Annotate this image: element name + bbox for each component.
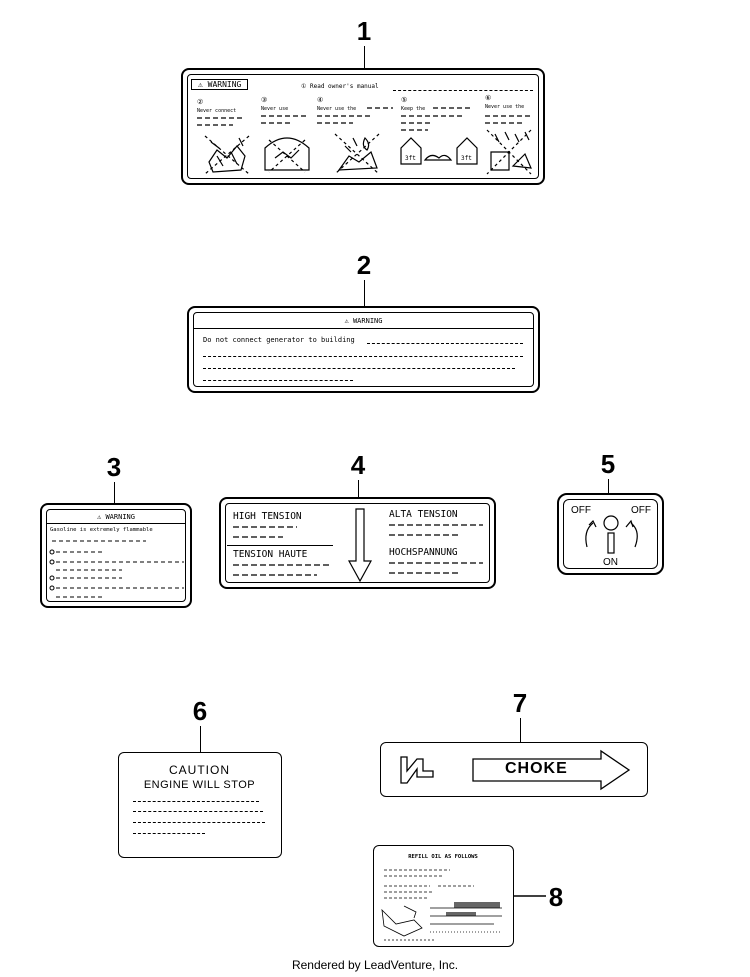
decal-1-item-5-text: Keep the: [401, 106, 426, 112]
decal-1-item-5-num: ⑤: [401, 96, 408, 104]
decal-1-item-4-text: Never use the: [317, 106, 357, 112]
decal-1-text-dashes: [197, 107, 533, 131]
decal-8-title: REFILL OIL AS FOLLOWS: [408, 854, 478, 860]
leader-line-5: [608, 479, 609, 493]
decal-1-item-2-num: ②: [197, 98, 204, 106]
leader-line-4: [358, 480, 359, 498]
callout-3: 3: [106, 452, 122, 482]
credit-line: Rendered by LeadVenture, Inc.: [291, 958, 459, 972]
callout-2: 2: [356, 250, 372, 280]
decal-6-caution: CAUTION ENGINE WILL STOP: [118, 752, 282, 858]
decal-1-header: ⚠ WARNING: [191, 79, 249, 90]
choke-lever-icon: [400, 756, 434, 784]
weather-pictogram-icon: [486, 129, 532, 175]
svg-text:3ft: 3ft: [461, 155, 472, 162]
decal-8-refill-oil: REFILL OIL AS FOLLOWS: [373, 845, 514, 947]
decal-4-high-tension: HIGH TENSION ALTA TENSION TENSION HAUTE …: [219, 497, 496, 589]
decal-1-item-6-num: ⑥: [485, 94, 492, 102]
leader-line-7: [520, 718, 521, 742]
indoor-generator-pictogram-icon: [264, 137, 310, 173]
leader-line-3: [114, 482, 115, 504]
decal-3-line-1: Gasoline is extremely flammable: [50, 527, 153, 533]
down-arrow-icon: [347, 508, 373, 583]
decal-2-warning: ⚠ WARNING Do not connect generator to bu…: [187, 306, 540, 393]
decal-5-switch: OFF OFF ON: [557, 493, 664, 575]
decal-1-item-2-text: Never connect: [197, 108, 237, 114]
callout-1: 1: [356, 16, 372, 46]
callout-6: 6: [192, 696, 208, 726]
decal-3-warning: ⚠ WARNING Gasoline is extremely flammabl…: [40, 503, 192, 608]
decal-1-warning-pictograms: ⚠ WARNING ① Read owner's manual ② Never …: [181, 68, 545, 185]
callout-4: 4: [350, 450, 366, 480]
leader-line-2: [364, 280, 365, 306]
decal-1-item-6-text: Never use the: [485, 104, 525, 110]
svg-text:3ft: 3ft: [405, 155, 416, 162]
generator-pictogram-icon: [204, 135, 250, 175]
decal-3-header: ⚠ WARNING: [97, 513, 135, 521]
leader-line-1: [364, 46, 365, 68]
leader-line-6: [200, 726, 201, 754]
decal-6-line-2: ENGINE WILL STOP: [143, 779, 256, 791]
switch-knob-icon: [585, 515, 638, 554]
decal-3-bullets: [49, 540, 184, 598]
decal-4-alta-tension: ALTA TENSION: [389, 509, 458, 520]
decal-1-item-3-text: Never use: [261, 106, 289, 112]
callout-8: 8: [548, 882, 564, 912]
decal-1-item-3-num: ③: [261, 96, 268, 104]
decal-6-line-1: CAUTION: [169, 763, 230, 777]
choke-arrow-icon: [472, 749, 631, 791]
decal-1-item-4-num: ④: [317, 96, 324, 104]
decal-8-oil-diagram: [381, 869, 502, 941]
decal-2-line-1: Do not connect generator to building: [203, 336, 355, 344]
decal-4-hochspannung: HOCHSPANNUNG: [389, 547, 458, 558]
decal-7-label: CHOKE: [505, 760, 568, 777]
decal-7-choke: CHOKE: [380, 742, 648, 797]
fuel-fire-pictogram-icon: [334, 133, 380, 175]
decal-4-high-tension-en: HIGH TENSION: [233, 511, 302, 522]
decal-2-header: ⚠ WARNING: [344, 317, 383, 325]
decal-5-off-right: OFF: [631, 505, 651, 516]
decal-5-on: ON: [603, 557, 618, 568]
house-distance-pictogram-icon: 3ft 3ft: [400, 137, 478, 165]
callout-7: 7: [512, 688, 528, 718]
decal-4-dashes: [233, 524, 483, 576]
decal-5-off-left: OFF: [571, 505, 591, 516]
decal-4-tension-haute: TENSION HAUTE: [233, 549, 308, 560]
decal-1-top-note: ① Read owner's manual: [301, 83, 379, 90]
callout-5: 5: [600, 449, 616, 479]
